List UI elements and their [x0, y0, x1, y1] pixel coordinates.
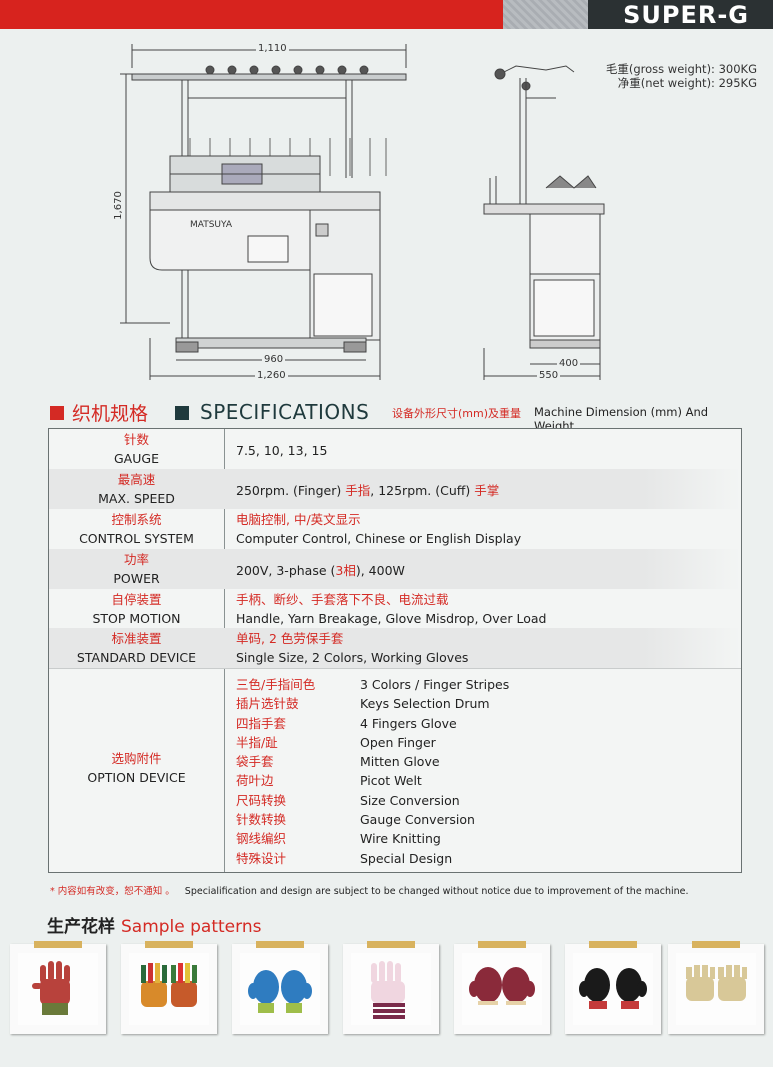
brand-label: MATSUYA [190, 220, 232, 230]
sample-card [232, 941, 328, 1034]
dim-base-inner: 960 [262, 354, 286, 365]
standard-value: 单码, 2 色劳保手套 Single Size, 2 Colors, Worki… [236, 631, 469, 665]
spec-title-zh: 织机规格 [72, 403, 149, 425]
header-dark-band [588, 0, 773, 29]
row-standard-device: 标准装置 STANDARD DEVICE 单码, 2 色劳保手套 Single … [49, 628, 741, 668]
row-stop-motion: 自停装置 STOP MOTION 手柄、断纱、手套落下不良、电流过载 Handl… [92, 592, 547, 626]
power-value: 200V, 3-phase (3相), 400W [236, 563, 405, 578]
model-name: SUPER-G [623, 1, 749, 29]
sample-card [668, 941, 764, 1034]
dimension-note-zh: 设备外形尺寸(mm)及重量 [392, 407, 522, 420]
spec-heading: 织机规格 SPECIFICATIONS 设备外形尺寸(mm)及重量 Machin… [50, 400, 750, 433]
sample-gallery [6, 941, 766, 1036]
tape-strip [34, 941, 82, 948]
blue-mitten-image [240, 953, 320, 1025]
beige-fingerless-glove-image [676, 953, 756, 1025]
row-max-speed: 最高速 MAX. SPEED 250rpm. (Finger) 手指, 125r… [49, 469, 741, 509]
row-control-system: 控制系统 CONTROL SYSTEM 电脑控制, 中/英文显示 Compute… [79, 512, 522, 546]
tape-strip [367, 941, 415, 948]
speed-value: 250rpm. (Finger) 手指, 125rpm. (Cuff) 手掌 [236, 483, 500, 498]
tape-strip [478, 941, 526, 948]
row-gauge: 针数 GAUGE 7.5, 10, 13, 15 [114, 432, 328, 466]
multicolor-glove-image [129, 953, 209, 1025]
red-striped-glove-image [18, 953, 98, 1025]
dim-width-top: 1,110 [256, 43, 289, 54]
sample-card [121, 941, 217, 1034]
gauge-value: 7.5, 10, 13, 15 [236, 443, 328, 458]
sample-card [10, 941, 106, 1034]
dim-height: 1,670 [112, 189, 124, 222]
header-grey-band [503, 0, 588, 29]
footnote: * 内容如有改变，恕不通知 。Specialification and desi… [50, 886, 689, 897]
net-weight: 净重(net weight): 295KG [617, 76, 757, 90]
burgundy-mitten-image [462, 953, 542, 1025]
header-bar: SUPER-G [0, 0, 773, 29]
spec-title-en: SPECIFICATIONS [200, 400, 370, 424]
sample-card [343, 941, 439, 1034]
sample-card [565, 941, 661, 1034]
stop-value: 手柄、断纱、手套落下不良、电流过载 Handle, Yarn Breakage,… [236, 592, 547, 626]
dim-side-inner: 400 [557, 358, 581, 369]
dark-square-bullet [175, 406, 189, 420]
sample-card [454, 941, 550, 1034]
row-power: 功率 POWER 200V, 3-phase (3相), 400W [49, 549, 741, 589]
side-view-drawing [483, 65, 605, 380]
tape-strip [256, 941, 304, 948]
gross-weight: 毛重(gross weight): 300KG [605, 62, 757, 76]
dim-side-outer: 550 [537, 370, 561, 381]
black-mitten-image [573, 953, 653, 1025]
dim-base-outer: 1,260 [255, 370, 288, 381]
tape-strip [589, 941, 637, 948]
pink-striped-glove-image [351, 953, 431, 1025]
header-red-band [0, 0, 503, 29]
front-view-drawing [120, 44, 407, 380]
spec-table: 针数 GAUGE 7.5, 10, 13, 15 最高速 MAX. SPEED … [48, 428, 742, 873]
tape-strip [145, 941, 193, 948]
tape-strip [692, 941, 740, 948]
control-value: 电脑控制, 中/英文显示 Computer Control, Chinese o… [236, 512, 522, 546]
red-square-bullet [50, 406, 64, 420]
weight-info: 毛重(gross weight): 300KG 净重(net weight): … [606, 62, 757, 90]
